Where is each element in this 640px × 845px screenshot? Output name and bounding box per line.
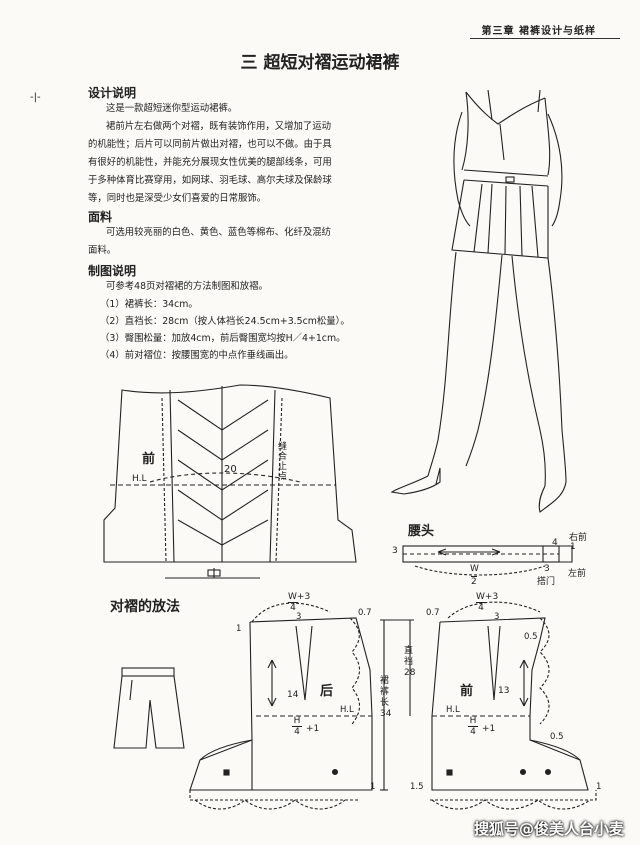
h-num: H (293, 716, 301, 726)
drafting-heading: 制图说明 (88, 264, 137, 278)
stitch-char: 止 (278, 462, 288, 472)
crotch-char: 28 (404, 668, 416, 678)
fabric-paragraph: 可选用较亮丽的白色、黄色、蓝色等棉布、化纤及混纺 面料。 (88, 224, 388, 260)
label-07-back: 0.7 (358, 608, 372, 618)
page-title: 三 超短对褶运动裙裤 (240, 53, 400, 73)
length-char: 长 (380, 698, 390, 708)
crotch-char: 裆 (404, 657, 414, 667)
drafting-item: （4）前对褶位：按腰围宽的中点作垂线画出。 (100, 350, 294, 361)
label-15: 1.5 (410, 782, 424, 792)
crotch-char: 直 (404, 646, 414, 656)
watermark: 搜狐号@俊美人台小麦 (473, 820, 624, 838)
w-den: 4 (476, 602, 486, 613)
label-05-top: 0.5 (524, 632, 538, 642)
stitch-char: 合 (278, 452, 288, 462)
header-rule (470, 38, 620, 39)
front-hip-add: +1 (482, 724, 496, 734)
fabric-line: 面料。 (88, 245, 117, 256)
waistband-4: 4 (552, 538, 558, 548)
margin-mark: -|- (30, 92, 41, 103)
design-line: 于多种体育比赛穿用，如网球、羽毛球、高尔夫球及保龄球 (88, 175, 332, 186)
front-hip-fraction: H 4 (468, 716, 478, 737)
width-20-label: 20 (224, 464, 237, 475)
w-add: +3 (296, 592, 311, 602)
w-add: +3 (484, 592, 499, 602)
label-1-bottom-b: 1 (596, 782, 602, 792)
front-label: 前 (142, 452, 156, 467)
h-den: 4 (292, 726, 302, 737)
design-paragraph-1: 这是一款超短迷你型运动裙裤。 (106, 103, 238, 114)
w-num: W (476, 592, 485, 602)
length-char: 裙 (380, 676, 390, 686)
design-line: 的机能性；后片可以同前片做出对褶，也可以不做。由于具 (88, 139, 332, 150)
front-label-pleat: 前 (460, 684, 474, 699)
label-3-back: 3 (296, 612, 302, 622)
back-label: 后 (320, 684, 334, 699)
total-length-label: 裙 裤 长 34 (380, 676, 392, 720)
hl-back: H.L (340, 705, 354, 715)
label-07-front: 0.7 (426, 608, 440, 618)
label-1-bottom-a: 1 (370, 782, 376, 792)
back-waist-fraction: W+3 4 (288, 592, 310, 613)
hl-label: H.L (132, 474, 147, 484)
label-3-front: 3 (494, 612, 500, 622)
waistband-w: W (470, 564, 479, 574)
label-14: 14 (287, 690, 299, 700)
fabric-line: 可选用较亮丽的白色、黄色、蓝色等棉布、化纤及混纺 (106, 227, 332, 238)
stitch-char: 缝 (278, 442, 288, 452)
waistband-3-right: 3 (544, 564, 550, 574)
pleat-heading: 对褶的放法 (110, 599, 180, 615)
right-front-label: 右前 (569, 533, 588, 543)
drafting-item: （3）臀围松量：加放4cm，前后臀围宽均按H／4+1cm。 (100, 333, 346, 344)
hl-front: H.L (446, 705, 460, 715)
design-line: 等，同时也是深受少女们喜爱的日常服饰。 (88, 193, 267, 204)
w-num: W (288, 592, 297, 602)
design-line: 裙前片左右做两个对褶，既有装饰作用，又增加了运动 (106, 121, 332, 132)
length-char: 裤 (380, 687, 390, 697)
length-char: 34 (380, 709, 392, 719)
label-1-back: 1 (236, 624, 242, 634)
h-den: 4 (468, 726, 478, 737)
drafting-item: （2）直裆长：28cm（按人体裆长24.5cm+3.5cm松量）。 (100, 316, 350, 327)
design-heading: 设计说明 (88, 86, 137, 100)
back-hip-add: +1 (306, 724, 320, 734)
crotch-length-label: 直 裆 28 (404, 646, 416, 679)
design-paragraph-2: 裙前片左右做两个对褶，既有装饰作用，又增加了运动 的机能性；后片可以同前片做出对… (88, 118, 388, 208)
stitch-char: 点 (278, 472, 288, 482)
label-13: 13 (498, 686, 510, 696)
fabric-heading: 面料 (88, 210, 113, 224)
back-hip-fraction: H 4 (292, 716, 302, 737)
chapter-header: 第三章 裙裤设计与纸样 (481, 26, 596, 37)
placket-label: 搭门 (537, 577, 556, 587)
h-num: H (469, 716, 477, 726)
waistband-1: 1 (570, 542, 576, 552)
drafting-intro: 可参考48页对褶裙的方法制图和放褶。 (106, 281, 268, 292)
design-line: 有很好的机能性，并能充分展现女性优美的腿部线条，可用 (88, 157, 332, 168)
left-front-label: 左前 (568, 569, 587, 579)
front-waist-fraction: W+3 4 (476, 592, 498, 613)
waistband-3-left: 3 (392, 546, 398, 556)
waistband-w-den: 2 (471, 576, 477, 587)
w-den: 4 (288, 602, 298, 613)
label-05-bottom: 0.5 (550, 732, 564, 742)
stitch-stop-label: 缝 合 止 点 (278, 442, 288, 482)
drafting-item: （1）裙裤长：34cm。 (100, 299, 198, 310)
waistband-title: 腰头 (408, 524, 435, 539)
